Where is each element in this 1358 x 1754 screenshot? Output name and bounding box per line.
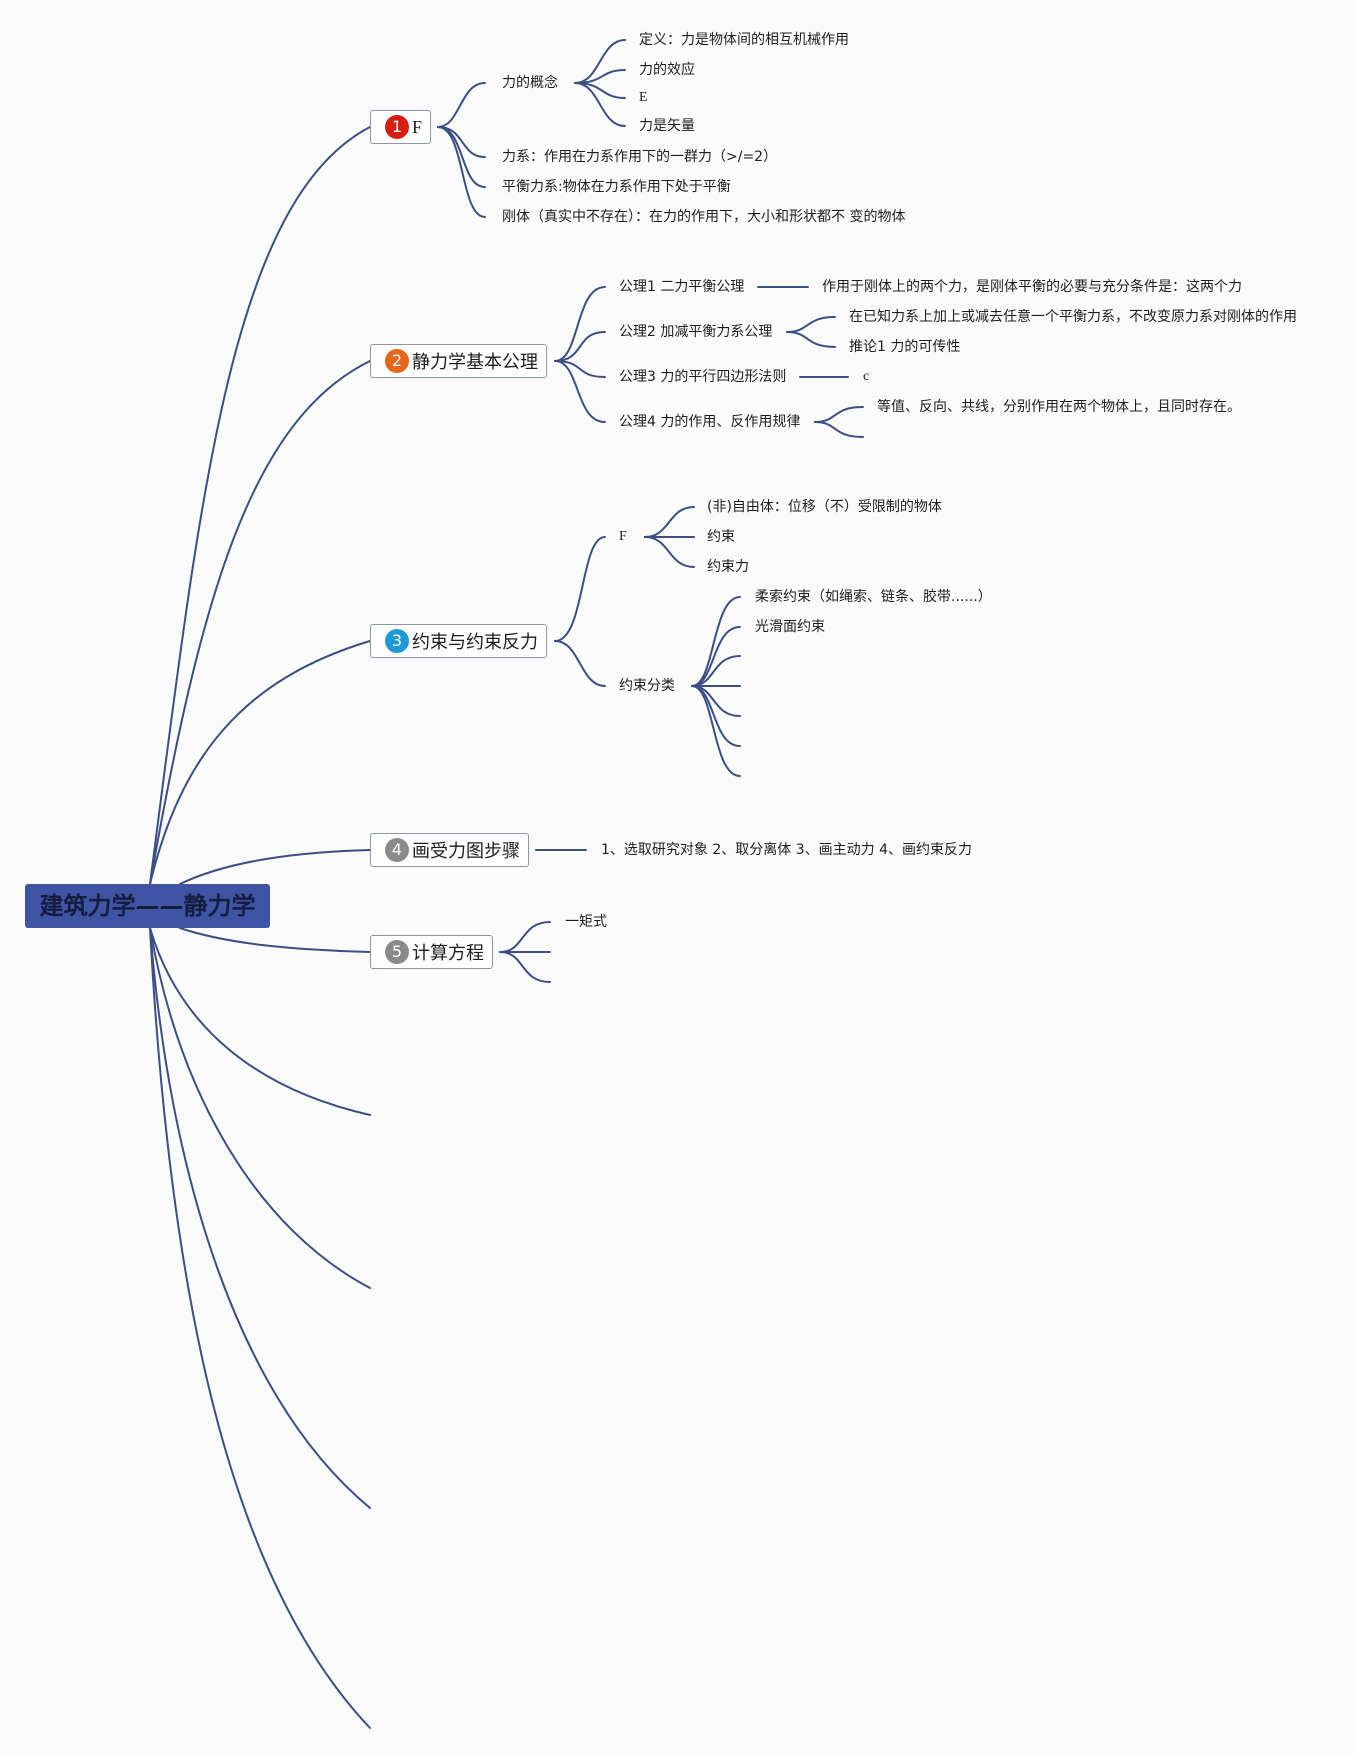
- topic-label-4: 画受力图步骤: [412, 841, 520, 862]
- priority-badge-2: 2: [385, 349, 409, 373]
- leaf-constraint-force[interactable]: 约束力: [707, 559, 749, 575]
- link-root-branch-5: [179, 927, 371, 953]
- link-b1-concept-4: [574, 82, 626, 127]
- topic-label-1: F: [412, 116, 423, 137]
- leaf-moment-equation[interactable]: 一矩式: [565, 914, 607, 930]
- link-root-empty-2: [149, 927, 371, 1289]
- link-b3-class-2: [691, 626, 741, 687]
- link-b5-1: [499, 921, 551, 953]
- link-b1-concept: [437, 82, 486, 128]
- link-root-branch-3: [149, 640, 371, 885]
- leaf-axiom-4-detail[interactable]: 等值、反向、共线，分别作用在两个物体上，且同时存在。: [877, 399, 1241, 415]
- leaf-axiom-1-detail[interactable]: 作用于刚体上的两个力，是刚体平衡的必要与充分条件是：这两个力: [822, 279, 1242, 295]
- topic-branch-5[interactable]: 5 计算方程: [370, 935, 493, 969]
- link-b2-axiom1: [554, 286, 606, 362]
- leaf-free-body[interactable]: (非)自由体：位移（不）受限制的物体: [707, 499, 942, 515]
- link-root-branch-1: [149, 126, 371, 885]
- link-b1-rigid: [437, 126, 486, 218]
- link-b2-axiom2: [554, 331, 606, 362]
- link-b2-axiom2-1: [786, 316, 836, 333]
- topic-label-2: 静力学基本公理: [412, 352, 538, 373]
- link-root-empty-1: [149, 927, 371, 1116]
- link-root-empty-3: [149, 927, 371, 1509]
- leaf-force-effect[interactable]: 力的效应: [639, 62, 695, 78]
- subtopic-axiom-1[interactable]: 公理1 二力平衡公理: [619, 279, 745, 295]
- leaf-axiom-3-detail[interactable]: c: [863, 369, 870, 384]
- link-b2-axiom3: [554, 360, 606, 378]
- link-root-branch-4: [179, 849, 371, 885]
- leaf-flexible-constraint[interactable]: 柔索约束（如绳索、链条、胶带......）: [755, 589, 992, 605]
- link-b2-axiom2-2: [786, 331, 836, 348]
- link-b2-axiom4: [554, 360, 606, 423]
- subtopic-balance-system[interactable]: 平衡力系:物体在力系作用下处于平衡: [502, 179, 731, 195]
- priority-badge-1: 1: [385, 115, 409, 139]
- leaf-force-definition[interactable]: 定义：力是物体间的相互机械作用: [639, 32, 849, 48]
- topic-branch-2[interactable]: 2 静力学基本公理: [370, 344, 547, 378]
- priority-badge-4: 4: [385, 838, 409, 862]
- leaf-axiom-2-corollary[interactable]: 推论1 力的可传性: [849, 339, 961, 355]
- link-b2-axiom4-1: [814, 406, 864, 423]
- link-b3-class: [554, 640, 606, 687]
- leaf-force-vector[interactable]: 力是矢量: [639, 118, 695, 134]
- leaf-e[interactable]: E: [639, 90, 648, 105]
- subtopic-force-system[interactable]: 力系：作用在力系作用下的一群力（>/=2）: [502, 149, 778, 165]
- leaf-drawing-steps[interactable]: 1、选取研究对象 2、取分离体 3、画主动力 4、画约束反力: [601, 842, 972, 858]
- link-b3-f-3: [644, 536, 695, 568]
- subtopic-constraint-f[interactable]: F: [619, 529, 627, 544]
- link-b2-axiom4-2: [814, 421, 864, 438]
- link-b3-f: [554, 536, 606, 642]
- priority-badge-3: 3: [385, 629, 409, 653]
- subtopic-axiom-4[interactable]: 公理4 力的作用、反作用规律: [619, 414, 801, 430]
- topic-branch-4[interactable]: 4 画受力图步骤: [370, 833, 529, 867]
- leaf-constraint[interactable]: 约束: [707, 529, 735, 545]
- central-topic[interactable]: 建筑力学——静力学: [25, 884, 270, 928]
- link-b3-class-7: [691, 685, 741, 777]
- topic-branch-3[interactable]: 3 约束与约束反力: [370, 624, 547, 658]
- topic-label-5: 计算方程: [412, 943, 484, 964]
- link-root-branch-2: [149, 360, 371, 885]
- topic-label-3: 约束与约束反力: [412, 632, 538, 653]
- subtopic-axiom-3[interactable]: 公理3 力的平行四边形法则: [619, 369, 787, 385]
- link-root-empty-4: [149, 927, 371, 1729]
- leaf-smooth-constraint[interactable]: 光滑面约束: [755, 619, 825, 635]
- subtopic-rigid-body[interactable]: 刚体（真实中不存在）：在力的作用下，大小和形状都不 变的物体: [502, 209, 906, 225]
- subtopic-force-concept[interactable]: 力的概念: [502, 75, 558, 91]
- link-b3-class-1: [691, 596, 741, 687]
- link-b3-f-1: [644, 506, 695, 538]
- subtopic-constraint-classes[interactable]: 约束分类: [619, 678, 675, 694]
- topic-branch-1[interactable]: 1 F: [370, 110, 432, 144]
- link-b5-3: [499, 951, 551, 983]
- leaf-axiom-2-detail[interactable]: 在已知力系上加上或减去任意一个平衡力系，不改变原力系对刚体的作用: [849, 309, 1297, 325]
- subtopic-axiom-2[interactable]: 公理2 加减平衡力系公理: [619, 324, 773, 340]
- priority-badge-5: 5: [385, 940, 409, 964]
